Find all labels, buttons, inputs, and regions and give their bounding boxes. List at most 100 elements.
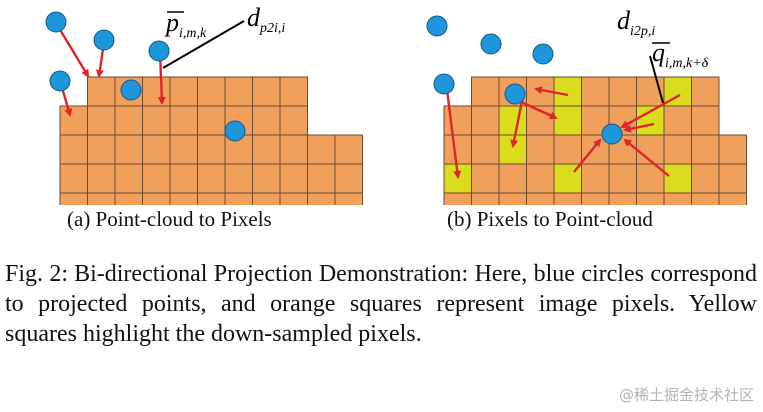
subcaption-b: (b) Pixels to Point-cloud	[447, 207, 653, 231]
pixel	[471, 76, 500, 107]
pixel	[553, 192, 582, 205]
projected-point	[504, 83, 526, 105]
pixel	[471, 192, 500, 205]
pixel	[718, 134, 747, 165]
projected-point	[93, 29, 115, 51]
caption-text: Bi-directional Projection Demonstration:…	[5, 261, 757, 347]
projection-arrow	[445, 89, 462, 179]
pixel	[252, 105, 281, 136]
pixel	[279, 163, 308, 194]
pixel	[443, 105, 472, 136]
pixel	[526, 134, 555, 165]
pixel	[307, 163, 336, 194]
pixel	[224, 192, 253, 205]
pixel	[691, 163, 720, 194]
pixel	[279, 134, 308, 165]
pixel	[114, 134, 143, 165]
pixel-grid-b	[443, 76, 747, 205]
projection-arrow	[534, 86, 569, 97]
pixel	[142, 192, 171, 205]
figure-caption: Fig. 2:Bi-directional Projection Demonst…	[5, 259, 757, 349]
pixel	[608, 192, 637, 205]
projected-point	[45, 11, 67, 33]
pixel	[334, 134, 363, 165]
pixel	[87, 134, 116, 165]
pixel	[279, 192, 308, 205]
projected-point	[120, 79, 142, 101]
pixel	[663, 134, 692, 165]
pixel	[581, 192, 610, 205]
label-leader-line-a	[162, 20, 245, 69]
pixel	[608, 163, 637, 194]
pixel	[498, 163, 527, 194]
figure-illustration: pi,m,k dp2i,i di2p,i qi,m,k+δ	[45, 3, 747, 205]
pixel	[87, 192, 116, 205]
projected-point	[480, 33, 502, 55]
pixel	[718, 163, 747, 194]
pixel	[252, 163, 281, 194]
pixel	[224, 76, 253, 107]
projected-point	[224, 120, 246, 142]
pixel	[471, 163, 500, 194]
pixel	[526, 163, 555, 194]
pixel	[443, 192, 472, 205]
pixel	[334, 163, 363, 194]
projected-point	[49, 70, 71, 92]
downsampled-pixel	[498, 134, 527, 165]
label-d-p2i: dp2i,i	[247, 3, 285, 36]
pixel	[87, 76, 116, 107]
pixel	[197, 105, 226, 136]
pixel	[252, 192, 281, 205]
projection-arrow	[510, 95, 525, 148]
pixel	[307, 192, 336, 205]
caption-prefix: Fig. 2:	[5, 261, 69, 287]
pixel	[636, 192, 665, 205]
pixel	[59, 192, 88, 205]
projected-point	[426, 15, 448, 37]
pixel	[142, 105, 171, 136]
pixel	[87, 105, 116, 136]
pixel	[307, 134, 336, 165]
projection-arrow	[573, 138, 602, 173]
label-leader-line-b	[649, 55, 664, 104]
pixel	[197, 192, 226, 205]
pixel	[608, 76, 637, 107]
projected-points-b	[426, 15, 623, 145]
label-d-i2p: di2p,i	[617, 6, 655, 39]
pixel	[663, 105, 692, 136]
pixel	[114, 105, 143, 136]
pixel	[114, 192, 143, 205]
pixel	[169, 192, 198, 205]
pixel	[224, 163, 253, 194]
pixel	[59, 105, 88, 136]
pixel	[142, 76, 171, 107]
downsampled-pixel	[498, 105, 527, 136]
pixel	[443, 134, 472, 165]
pixel-grid-a	[59, 76, 363, 205]
downsampled-pixel	[553, 105, 582, 136]
pixel	[553, 134, 582, 165]
pixel	[169, 105, 198, 136]
pixel	[59, 163, 88, 194]
projected-points-a	[45, 11, 246, 142]
pixel	[691, 134, 720, 165]
pixel	[169, 163, 198, 194]
watermark: @稀土掘金技术社区	[618, 386, 754, 404]
projection-arrow	[623, 122, 655, 133]
pixel	[142, 134, 171, 165]
pixel	[471, 105, 500, 136]
pixel	[197, 76, 226, 107]
pixel	[691, 76, 720, 107]
pixel	[471, 134, 500, 165]
pixel	[142, 163, 171, 194]
pixel	[114, 163, 143, 194]
pixel	[252, 134, 281, 165]
pixel	[498, 192, 527, 205]
pixel	[526, 192, 555, 205]
projected-point	[148, 40, 170, 62]
projection-arrow	[54, 22, 90, 78]
label-q: qi,m,k+δ	[652, 38, 709, 71]
projected-point	[532, 43, 554, 65]
projected-point	[601, 123, 623, 145]
projection-arrows-b	[445, 86, 681, 179]
